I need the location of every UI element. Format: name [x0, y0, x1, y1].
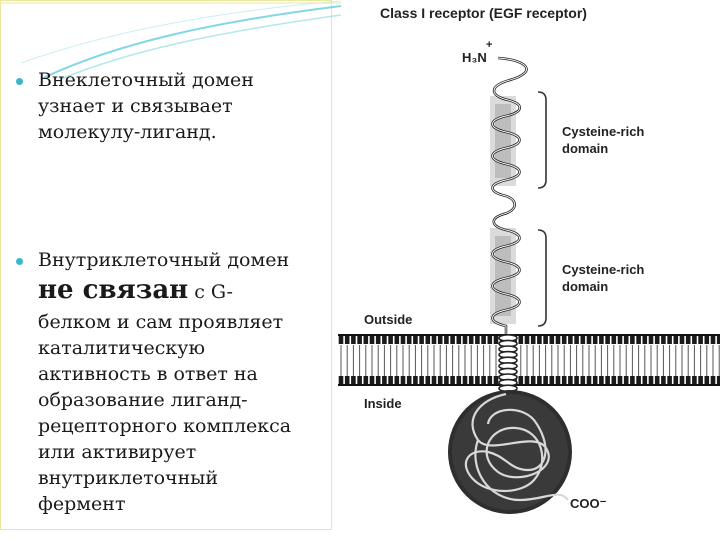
bullet-1-line-1: Внеклеточный домен [38, 69, 254, 91]
domain-bracket-2 [537, 229, 547, 327]
cell-membrane [338, 334, 720, 386]
figure-title: Class I receptor (EGF receptor) [380, 5, 587, 21]
bullet-2-line-4: каталитическую [38, 337, 205, 359]
transmembrane-helix [498, 333, 518, 393]
outside-label: Outside [364, 312, 412, 327]
n-terminus-label: H₃N [462, 50, 487, 65]
domain-2-label-line-2: domain [562, 279, 608, 294]
cysteine-rich-shading-1 [490, 96, 516, 186]
bullet-2-line-5: активность в ответ на [38, 363, 258, 385]
bullet-1-marker [16, 78, 23, 85]
bullet-2-line-7: рецепторного комплекса [38, 415, 292, 437]
bullet-2-emphasis: не связан [38, 275, 189, 305]
domain-1-label-line-1: Cysteine-rich [562, 124, 644, 139]
bullet-1-line-2: узнает и связывает [38, 95, 233, 117]
bullet-2-marker [16, 258, 23, 265]
domain-2-label-line-1: Cysteine-rich [562, 262, 644, 277]
text-panel: Внеклеточный домен узнает и связывает мо… [0, 0, 341, 530]
bullet-2-line-10: фермент [38, 493, 126, 515]
bullet-2-line-9: внутриклеточный [38, 467, 219, 489]
c-terminus-label: COO⁻ [570, 496, 607, 511]
bullet-2-line-1: Внутриклеточный домен [38, 249, 290, 271]
domain-1-label-line-2: domain [562, 141, 608, 156]
bullet-1-line-3: молекулу-лиганд. [38, 121, 217, 143]
decorative-lines [1, 1, 341, 80]
bullet-2-emphasis-line: не связан с G- [38, 275, 233, 305]
kinase-domain [448, 390, 572, 514]
inside-label: Inside [364, 396, 402, 411]
bullet-2-line-8: или активирует [38, 441, 197, 463]
n-terminus-charge: + [486, 39, 492, 51]
domain-bracket-1 [537, 91, 547, 189]
bullet-2-line-3: белком и сам проявляет [38, 311, 284, 333]
bullet-2-emphasis-tail: с G- [188, 281, 233, 303]
egf-receptor-diagram: Class I receptor (EGF receptor) H₃N + Cy… [338, 5, 720, 514]
bullet-2-line-6: образование лиганд- [38, 389, 248, 411]
